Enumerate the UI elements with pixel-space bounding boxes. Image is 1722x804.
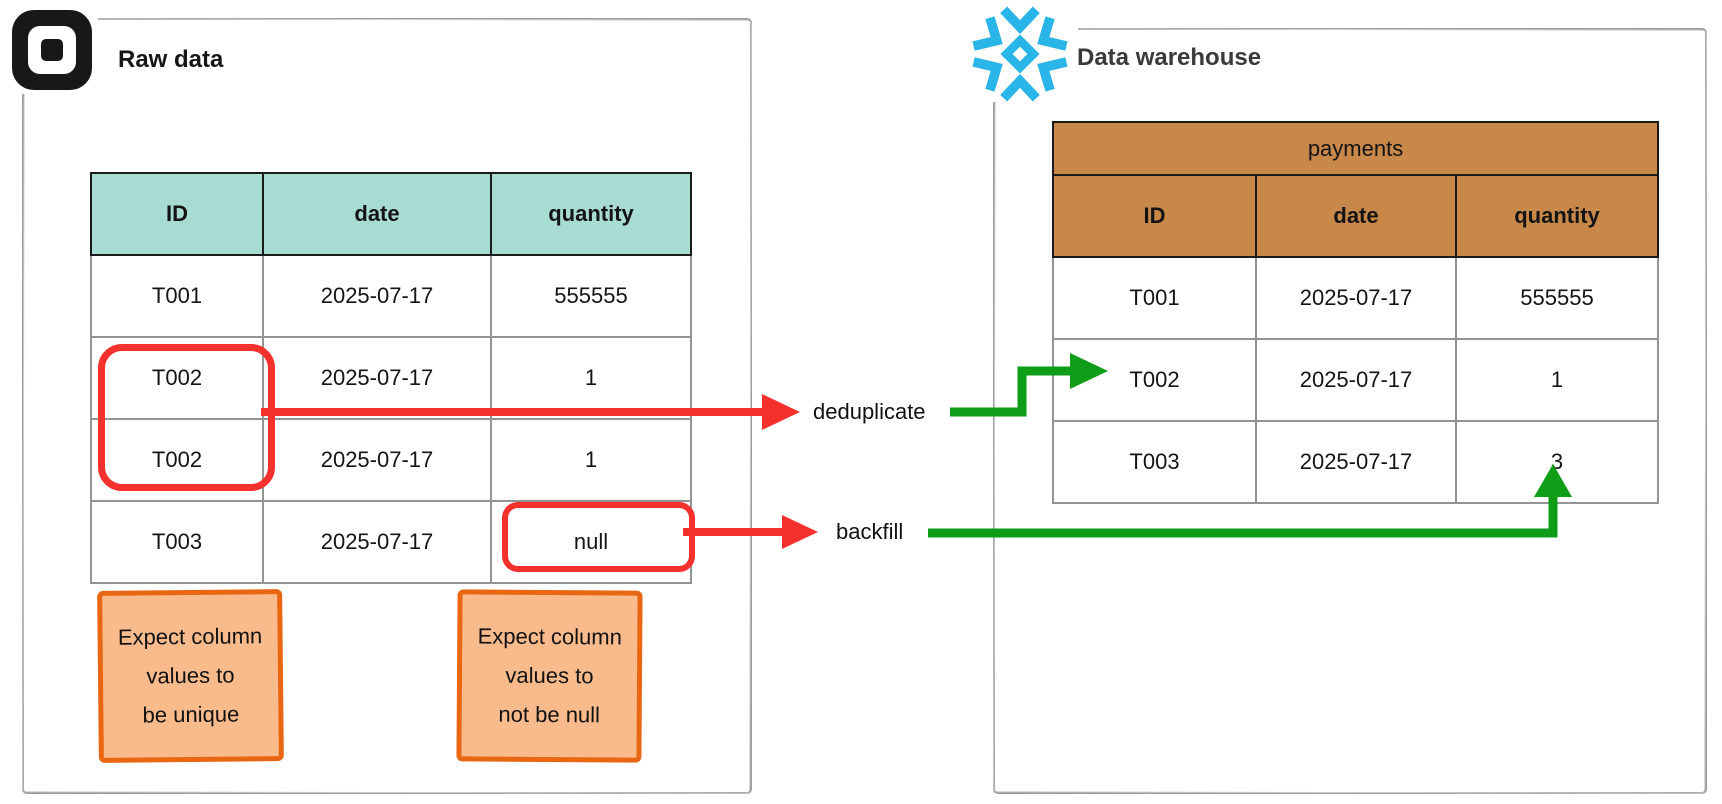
wh-header-quantity: quantity xyxy=(1454,174,1660,258)
cell-date: 2025-07-17 xyxy=(262,500,492,584)
wh-header-id: ID xyxy=(1052,174,1257,258)
cell-date: 2025-07-17 xyxy=(1255,338,1457,422)
note-line: not be null xyxy=(498,701,601,728)
table-row: T002 2025-07-17 1 xyxy=(90,336,692,420)
payments-table: payments ID date quantity T001 2025-07-1… xyxy=(1051,121,1660,504)
snowflake-icon xyxy=(972,6,1068,102)
cell-date: 2025-07-17 xyxy=(262,336,492,420)
cell-id: T001 xyxy=(90,254,264,338)
cell-date: 2025-07-17 xyxy=(262,418,492,502)
raw-header-date: date xyxy=(262,172,492,256)
table-row: T002 2025-07-17 1 xyxy=(1052,338,1660,422)
note-line: values to xyxy=(146,662,235,689)
raw-data-panel xyxy=(22,18,752,794)
raw-table-header-row: ID date quantity xyxy=(90,172,692,256)
wh-header-date: date xyxy=(1255,174,1457,258)
cell-quantity: 1 xyxy=(490,418,692,502)
cell-quantity: 1 xyxy=(490,336,692,420)
backfill-label: backfill xyxy=(836,519,904,544)
deduplicate-label: deduplicate xyxy=(813,399,926,424)
cell-id: T003 xyxy=(90,500,264,584)
table-row: T002 2025-07-17 1 xyxy=(90,418,692,502)
payments-header-row: ID date quantity xyxy=(1052,174,1660,258)
cell-id: T002 xyxy=(1052,338,1257,422)
expectation-note-unique: Expect column values to be unique xyxy=(97,589,284,763)
cell-date: 2025-07-17 xyxy=(262,254,492,338)
note-line: Expect column xyxy=(117,623,263,650)
table-row: T001 2025-07-17 555555 xyxy=(90,254,692,338)
note-line: values to xyxy=(505,662,594,689)
expectation-note-not-null: Expect column values to not be null xyxy=(456,589,643,763)
cell-quantity: 1 xyxy=(1454,338,1660,422)
raw-data-title: Raw data xyxy=(118,46,224,73)
null-value-highlight-box xyxy=(502,502,695,572)
payments-title-row: payments xyxy=(1051,121,1660,176)
cell-quantity: 555555 xyxy=(1454,256,1660,340)
cell-id: T003 xyxy=(1052,420,1257,504)
cell-quantity: 555555 xyxy=(490,254,692,338)
raw-header-id: ID xyxy=(90,172,264,256)
raw-data-table: ID date quantity T001 2025-07-17 555555 … xyxy=(90,172,692,584)
data-warehouse-title: Data warehouse xyxy=(1077,44,1262,71)
note-line: be unique xyxy=(142,701,240,728)
table-row: T001 2025-07-17 555555 xyxy=(1052,256,1660,340)
square-logo-core xyxy=(41,39,63,61)
payments-table-title: payments xyxy=(1051,121,1660,176)
cell-id: T001 xyxy=(1052,256,1257,340)
cell-quantity: 3 xyxy=(1454,420,1660,504)
cell-date: 2025-07-17 xyxy=(1255,256,1457,340)
cell-date: 2025-07-17 xyxy=(1255,420,1457,504)
table-row: T003 2025-07-17 3 xyxy=(1052,420,1660,504)
duplicate-ids-highlight-box xyxy=(98,344,275,491)
square-logo-icon xyxy=(12,10,92,90)
raw-header-quantity: quantity xyxy=(490,172,692,256)
note-line: Expect column xyxy=(477,623,623,650)
